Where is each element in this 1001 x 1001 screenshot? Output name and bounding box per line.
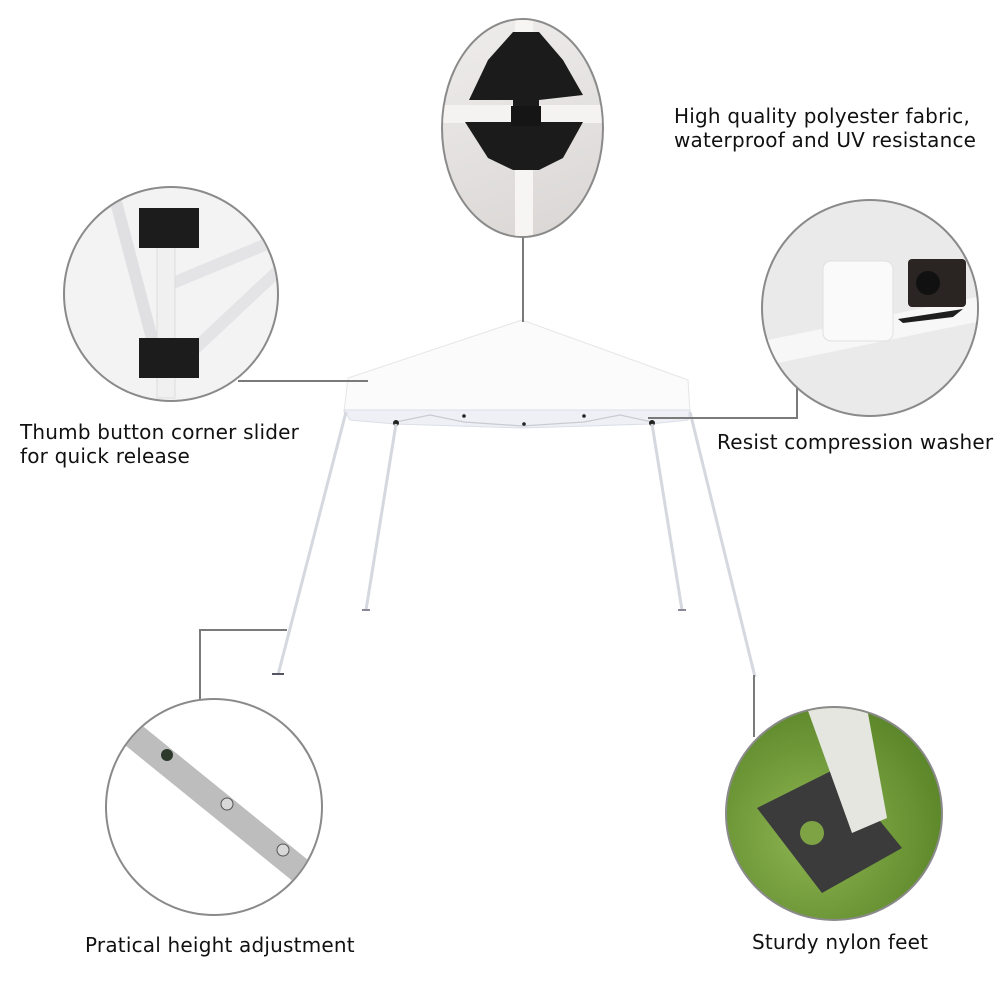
label-line: Resist compression washer [717, 430, 994, 454]
feature-label-fabric: High quality polyester fabric, waterproo… [674, 104, 976, 152]
washer-icon [763, 259, 977, 366]
label-line: Pratical height adjustment [85, 933, 355, 957]
callout-line-height-h [199, 629, 287, 631]
label-line: waterproof and UV resistance [674, 128, 977, 152]
callout-line-height-v [199, 629, 201, 699]
tent-icon [272, 319, 757, 678]
callout-line-washer-h [648, 417, 798, 419]
callout-line-slider [238, 380, 368, 382]
thumb-slider-icon [109, 196, 277, 399]
canopy-tent-illustration [260, 310, 760, 700]
label-line: for quick release [20, 444, 191, 468]
feature-image-washer [761, 199, 979, 417]
feature-label-slider: Thumb button corner slider for quick rel… [20, 420, 299, 468]
corner-bracket-icon [443, 20, 602, 236]
callout-line-washer-v [796, 378, 798, 419]
callout-line-feet [753, 675, 755, 737]
label-line: Sturdy nylon feet [752, 930, 929, 954]
feature-label-feet: Sturdy nylon feet [752, 930, 928, 954]
feature-image-fabric [441, 18, 604, 238]
label-line: High quality polyester fabric, [674, 104, 970, 128]
callout-line-fabric [522, 234, 524, 322]
leg-holes-icon [118, 719, 321, 891]
feature-label-height: Pratical height adjustment [85, 933, 355, 957]
label-line: Thumb button corner slider [20, 420, 300, 444]
feature-image-slider [63, 186, 279, 402]
foot-plate-icon [757, 708, 902, 893]
feature-label-washer: Resist compression washer [717, 430, 993, 454]
feature-image-height [105, 698, 323, 916]
feature-image-feet [725, 706, 943, 921]
